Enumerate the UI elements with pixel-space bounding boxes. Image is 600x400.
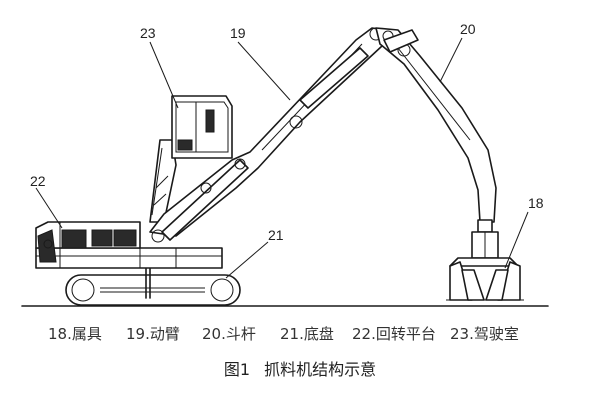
stick-arm	[375, 27, 497, 223]
legend-item-22: 22.回转平台	[352, 325, 436, 343]
legend-item-20: 20.斗杆	[202, 325, 256, 343]
figure-title: 抓料机结构示意	[264, 360, 377, 379]
callout-18: 18	[528, 195, 544, 211]
callout-23: 23	[140, 25, 156, 41]
leader-lines	[35, 37, 529, 279]
leader-23	[149, 41, 179, 109]
callout-20: 20	[460, 21, 476, 37]
callout-19: 19	[230, 25, 246, 41]
legend-item-19: 19.动臂	[126, 325, 180, 343]
callout-21: 21	[268, 227, 284, 243]
slewing-platform	[35, 221, 223, 269]
callout-22: 22	[30, 173, 46, 189]
leader-20	[439, 37, 463, 83]
leader-22	[35, 187, 63, 229]
legend-item-23: 23.驾驶室	[450, 325, 519, 343]
figure-caption: 图1 抓料机结构示意	[0, 356, 600, 380]
figure-number: 图1	[223, 360, 251, 379]
leader-18	[504, 211, 529, 269]
attachment-grab	[446, 219, 524, 301]
operator-cab	[171, 95, 233, 159]
leader-21	[225, 241, 269, 279]
leader-19	[237, 41, 291, 101]
chassis-crawler	[65, 267, 241, 306]
legend-item-21: 21.底盘	[280, 325, 334, 343]
legend-item-18: 18.属具	[48, 325, 102, 343]
legend-row: 18.属具 19.动臂 20.斗杆 21.底盘 22.回转平台 23.驾驶室	[0, 323, 600, 345]
